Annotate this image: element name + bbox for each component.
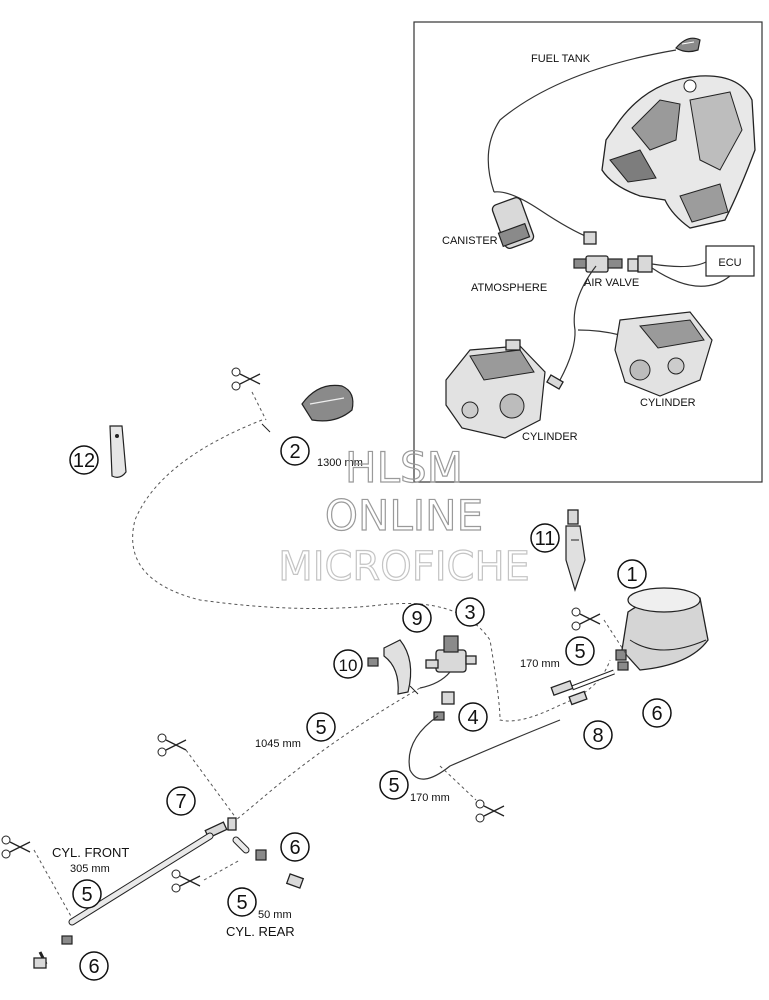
cyl-rear-label: CYL. REAR: [226, 924, 295, 939]
watermark-line1: HLSM: [345, 443, 463, 492]
callout-3: 3: [455, 597, 485, 627]
length-1045-label: 1045 mm: [255, 738, 301, 750]
scissors-icon: [157, 733, 187, 757]
atmosphere-label: ATMOSPHERE: [471, 282, 547, 294]
tool-part-drawing: [109, 425, 127, 478]
valve-3-drawing: [425, 635, 477, 673]
fuel-tank-drawing: [601, 75, 756, 229]
svg-text:6: 6: [88, 956, 99, 978]
screw-10-drawing: [367, 657, 379, 667]
canister-part-drawing: [615, 587, 709, 671]
ecu-box: ECU: [705, 245, 755, 277]
svg-text:5: 5: [315, 717, 326, 739]
inset-panel: ECU FUEL TANK CANISTER ATMOSPHERE AIR VA…: [413, 21, 763, 483]
scissors-icon: [571, 607, 601, 631]
fitting-drawing: [33, 873, 305, 969]
svg-text:5: 5: [81, 884, 92, 906]
svg-text:5: 5: [574, 641, 585, 663]
scissors-icon: [1, 835, 31, 859]
svg-text:5: 5: [236, 892, 247, 914]
svg-text:9: 9: [411, 608, 422, 630]
length-50-label: 50 mm: [258, 909, 292, 921]
svg-text:12: 12: [73, 450, 95, 472]
svg-text:2: 2: [289, 441, 300, 463]
watermark-line3: MICROFICHE: [278, 544, 530, 590]
length-170-lower-label: 170 mm: [410, 792, 450, 804]
cylinder-left-label: CYLINDER: [522, 431, 578, 443]
callout-6-bottom: 6: [79, 951, 109, 981]
air-valve-label: AIR VALVE: [584, 277, 639, 289]
callout-5-front: 5: [72, 879, 102, 909]
callout-5-rear: 5: [227, 887, 257, 917]
callout-11: 11: [530, 523, 560, 553]
svg-text:6: 6: [289, 837, 300, 859]
cylinder-right-label: CYLINDER: [640, 397, 696, 409]
length-1300-label: 1300 mm: [317, 457, 363, 469]
svg-text:4: 4: [467, 707, 478, 729]
fuel-cap-icon: [675, 37, 701, 53]
connector-11-drawing: [565, 509, 586, 592]
scissors-icon: [171, 869, 201, 893]
callout-5-top: 5: [565, 636, 595, 666]
svg-text:1: 1: [626, 564, 637, 586]
length-170-top-label: 170 mm: [520, 658, 560, 670]
cylinder-right-drawing: [614, 311, 713, 397]
callout-2: 2: [280, 436, 310, 466]
fuel-cap-part-drawing: [301, 384, 354, 422]
canister-drawing: [491, 197, 535, 249]
ecu-label: ECU: [718, 257, 741, 269]
callout-10: 10: [333, 649, 363, 679]
svg-text:7: 7: [175, 791, 186, 813]
callout-9: 9: [402, 603, 432, 633]
callout-8: 8: [583, 720, 613, 750]
length-305-label: 305 mm: [70, 863, 110, 875]
callout-6-right: 6: [642, 698, 672, 728]
svg-text:8: 8: [592, 725, 603, 747]
bracket-9-drawing: [383, 639, 412, 695]
callout-5-mid: 5: [306, 712, 336, 742]
svg-text:3: 3: [464, 602, 475, 624]
part-callouts: 12 2 11 1 9 3 10 5: [69, 436, 672, 981]
fuel-tank-label: FUEL TANK: [531, 53, 591, 65]
callout-7: 7: [166, 786, 196, 816]
callout-1: 1: [617, 559, 647, 589]
air-valve-drawing: [573, 255, 653, 273]
cyl-front-label: CYL. FRONT: [52, 845, 129, 860]
svg-text:10: 10: [339, 656, 358, 675]
cylinder-left-drawing: [445, 339, 546, 439]
scissors-icon: [475, 799, 505, 823]
callout-6-mid: 6: [280, 832, 310, 862]
canister-label: CANISTER: [442, 235, 498, 247]
callout-5-lower: 5: [379, 770, 409, 800]
scissors-icon: [231, 367, 261, 391]
svg-text:5: 5: [388, 775, 399, 797]
watermark: HLSM ONLINE MICROFICHE: [278, 442, 531, 590]
callout-12: 12: [69, 445, 99, 475]
clip-4-drawing: [433, 711, 445, 721]
svg-text:6: 6: [651, 703, 662, 725]
callout-4: 4: [458, 702, 488, 732]
svg-text:11: 11: [535, 528, 556, 550]
watermark-line2: ONLINE: [325, 491, 483, 540]
